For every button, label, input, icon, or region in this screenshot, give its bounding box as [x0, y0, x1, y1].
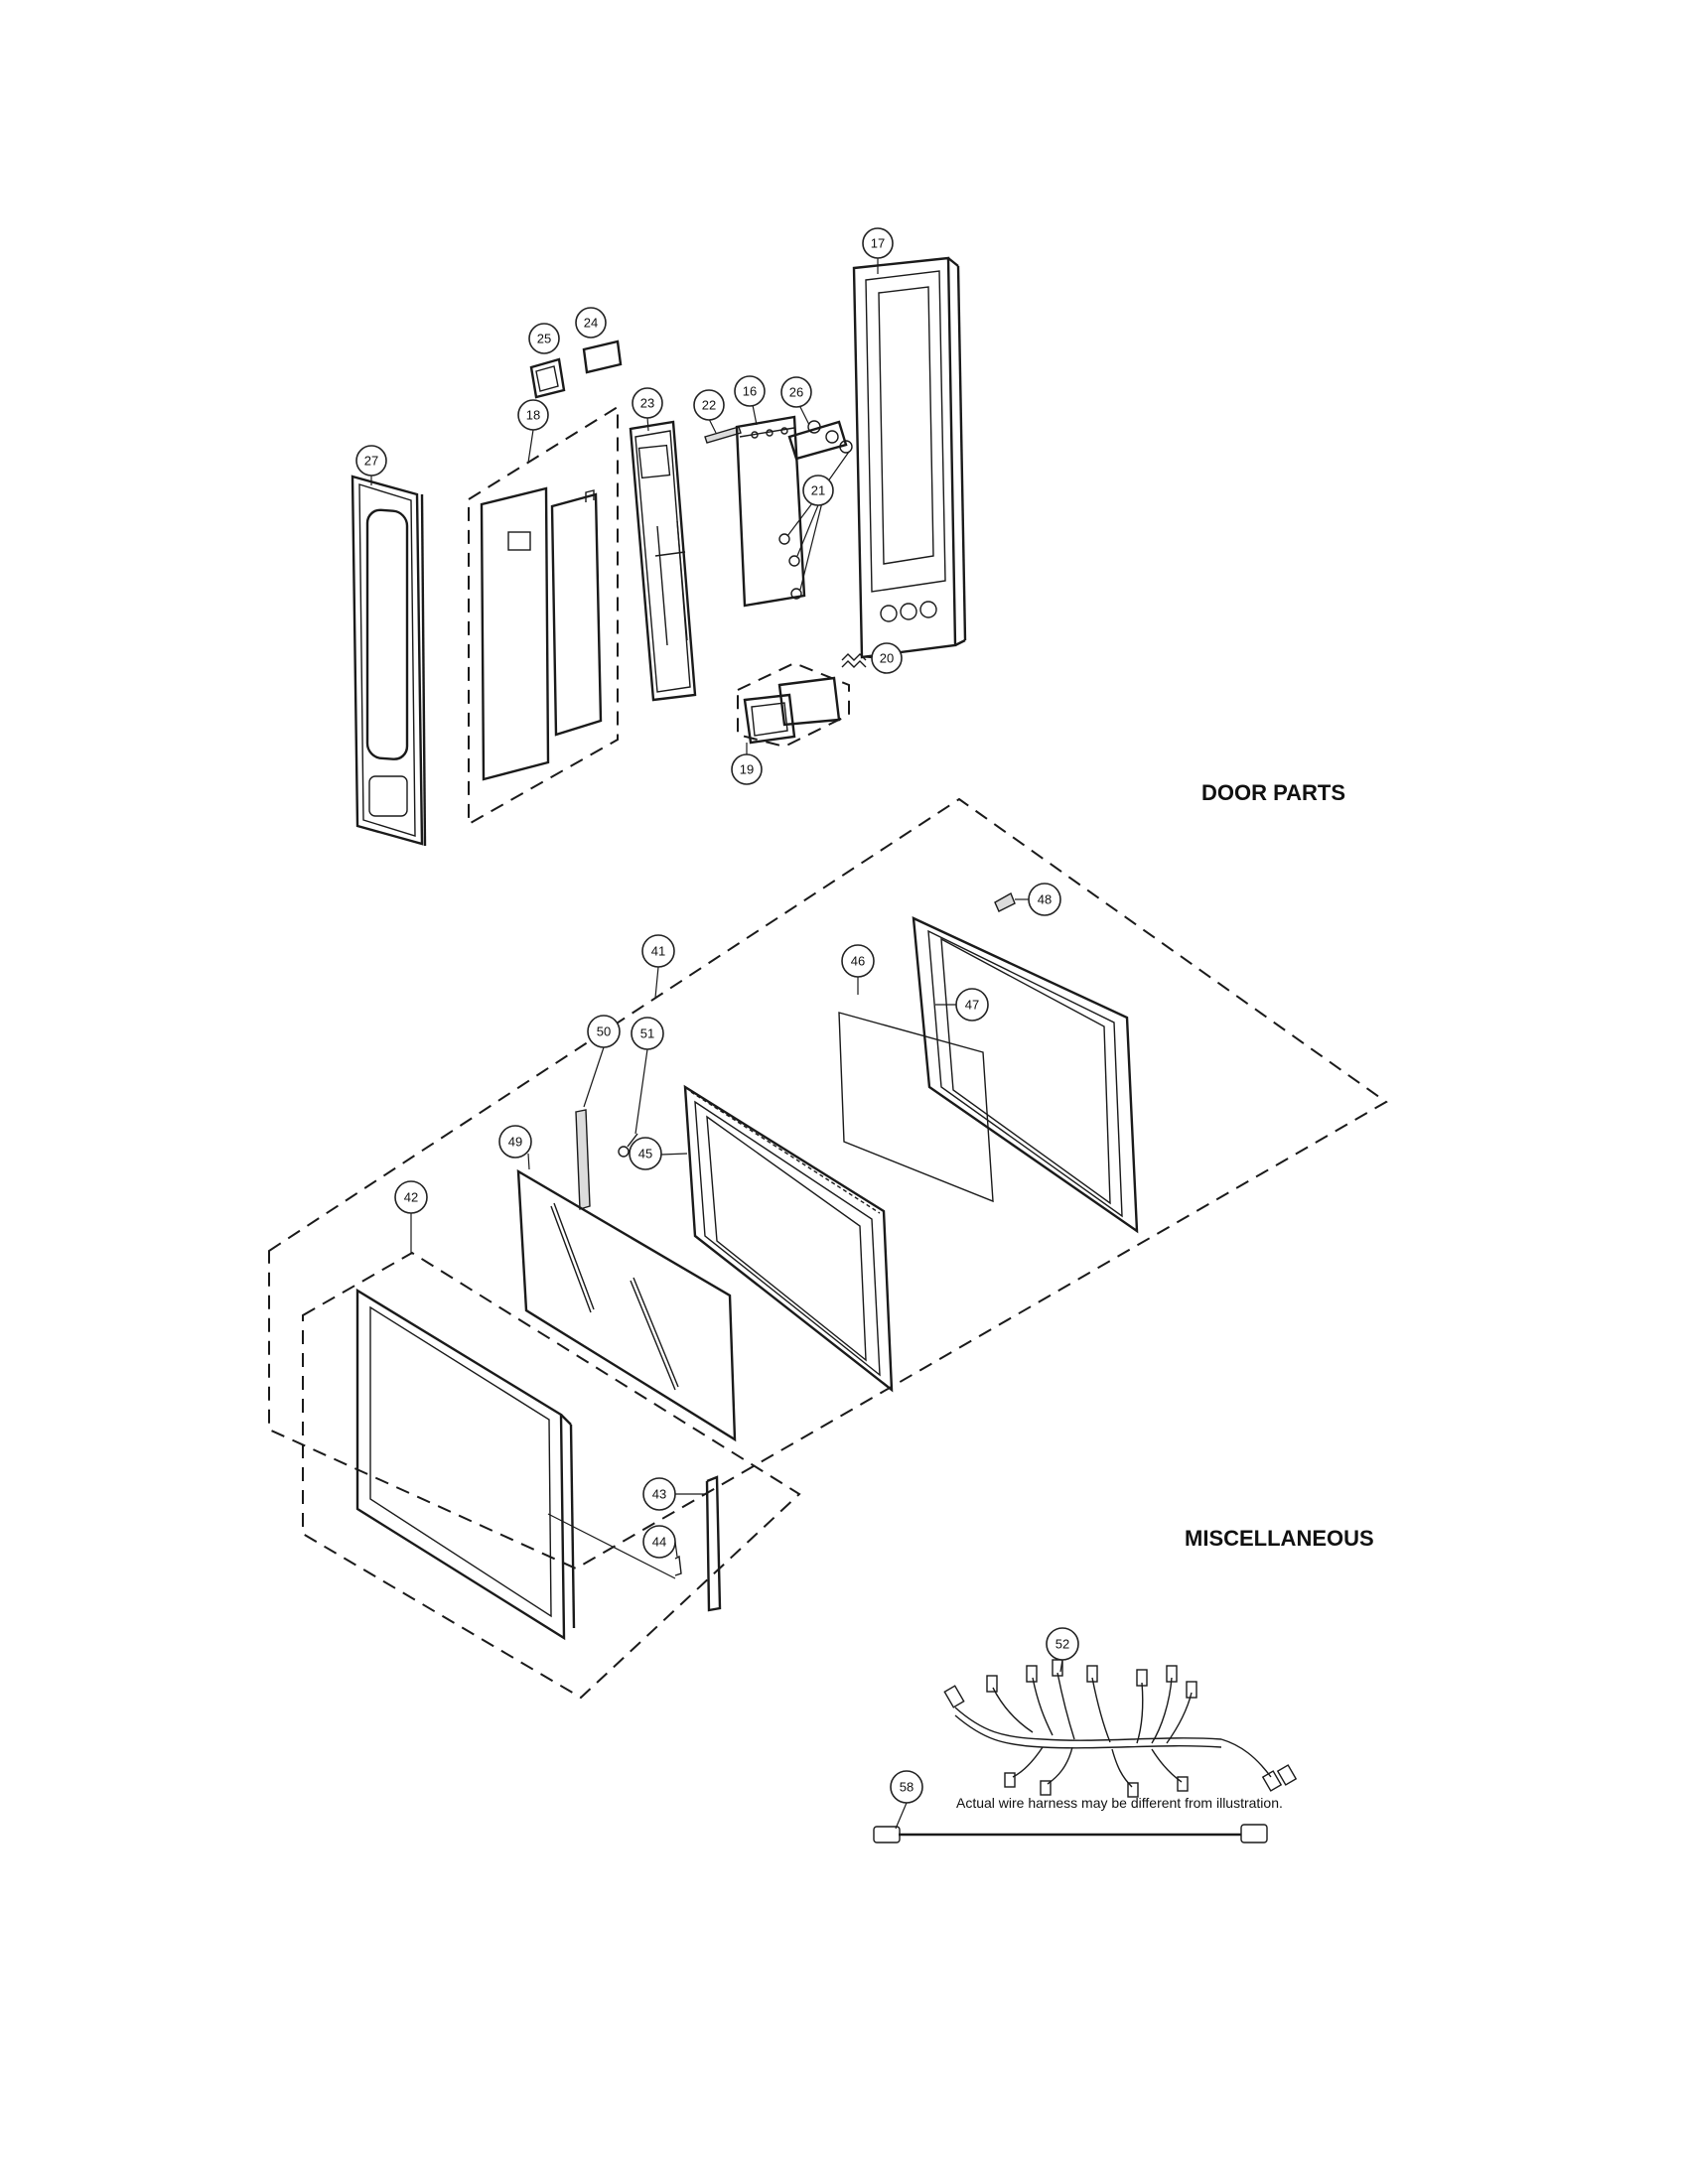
section-title-miscellaneous: MISCELLANEOUS: [1185, 1526, 1374, 1551]
callout-51: 51: [631, 1017, 664, 1050]
callout-49: 49: [498, 1125, 532, 1159]
part-27-front-panel: [351, 475, 427, 847]
svg-text:16: 16: [743, 384, 757, 399]
callout-23: 23: [632, 387, 663, 419]
svg-text:17: 17: [871, 236, 885, 251]
part-48-clip: [994, 891, 1016, 912]
part-25-frame: [529, 357, 566, 399]
callout-22: 22: [693, 389, 725, 421]
part-18-group: [468, 405, 619, 826]
svg-text:51: 51: [640, 1026, 654, 1041]
svg-text:47: 47: [965, 998, 979, 1013]
svg-text:18: 18: [526, 408, 540, 423]
svg-text:50: 50: [597, 1024, 611, 1039]
part-42-group-outline: [302, 1251, 801, 1700]
svg-text:41: 41: [651, 944, 665, 959]
part-49-glass: [516, 1168, 737, 1442]
callout-19: 19: [731, 753, 763, 785]
callout-41: 41: [641, 934, 675, 968]
part-50-strip: [575, 1109, 591, 1210]
svg-text:48: 48: [1038, 892, 1052, 907]
part-16-control-board: [735, 415, 806, 608]
svg-text:23: 23: [640, 396, 654, 411]
callout-43: 43: [642, 1477, 676, 1511]
svg-text:44: 44: [652, 1535, 666, 1550]
callout-52: 52: [1046, 1627, 1079, 1661]
callout-26: 26: [780, 376, 812, 408]
svg-text:43: 43: [652, 1487, 666, 1502]
part-22-bar: [704, 426, 742, 444]
part-58-wire: [873, 1824, 1268, 1843]
svg-text:42: 42: [404, 1190, 418, 1205]
callout-47: 47: [955, 988, 989, 1022]
part-21-screws: [778, 533, 802, 600]
part-52-wire-harness: [943, 1659, 1298, 1798]
part-46-sheet: [838, 1012, 994, 1203]
callout-45: 45: [629, 1137, 662, 1170]
callout-24: 24: [575, 307, 607, 339]
callout-58: 58: [890, 1770, 923, 1804]
callout-27: 27: [355, 445, 387, 477]
svg-text:26: 26: [789, 385, 803, 400]
svg-text:25: 25: [537, 332, 551, 346]
part-24-plate: [582, 340, 623, 374]
part-51-screw: [618, 1133, 638, 1158]
svg-text:19: 19: [740, 762, 754, 777]
svg-text:27: 27: [364, 454, 378, 469]
callout-42: 42: [394, 1180, 428, 1214]
part-44-latch: [674, 1555, 682, 1576]
svg-text:58: 58: [900, 1780, 914, 1795]
callout-50: 50: [587, 1015, 621, 1048]
part-26-switch: [787, 420, 853, 461]
part-45-choke-frame: [683, 1084, 894, 1393]
svg-text:49: 49: [508, 1135, 522, 1150]
svg-text:22: 22: [702, 398, 716, 413]
callout-44: 44: [642, 1525, 676, 1559]
callout-17: 17: [862, 227, 894, 259]
part-43-hinge: [705, 1475, 722, 1612]
part-20-spring: [841, 653, 867, 668]
part-17-door-frame: [852, 256, 967, 659]
callout-16: 16: [734, 375, 766, 407]
part-19-button-group: [737, 661, 850, 749]
callout-46: 46: [841, 944, 875, 978]
callout-48: 48: [1028, 883, 1061, 916]
svg-text:20: 20: [880, 651, 894, 666]
part-47-door-frame: [912, 916, 1139, 1234]
part-41-group-outline: [268, 797, 1388, 1570]
svg-text:52: 52: [1055, 1637, 1069, 1652]
section-title-door-parts: DOOR PARTS: [1201, 780, 1345, 805]
callout-25: 25: [528, 323, 560, 354]
harness-note: Actual wire harness may be different fro…: [956, 1795, 1283, 1811]
svg-text:21: 21: [811, 483, 825, 498]
callout-20: 20: [871, 642, 903, 674]
callout-21: 21: [802, 475, 834, 506]
callout-18: 18: [517, 399, 549, 431]
svg-text:46: 46: [851, 954, 865, 969]
svg-text:45: 45: [638, 1147, 652, 1161]
svg-text:24: 24: [584, 316, 598, 331]
part-23-control-frame: [629, 420, 697, 702]
